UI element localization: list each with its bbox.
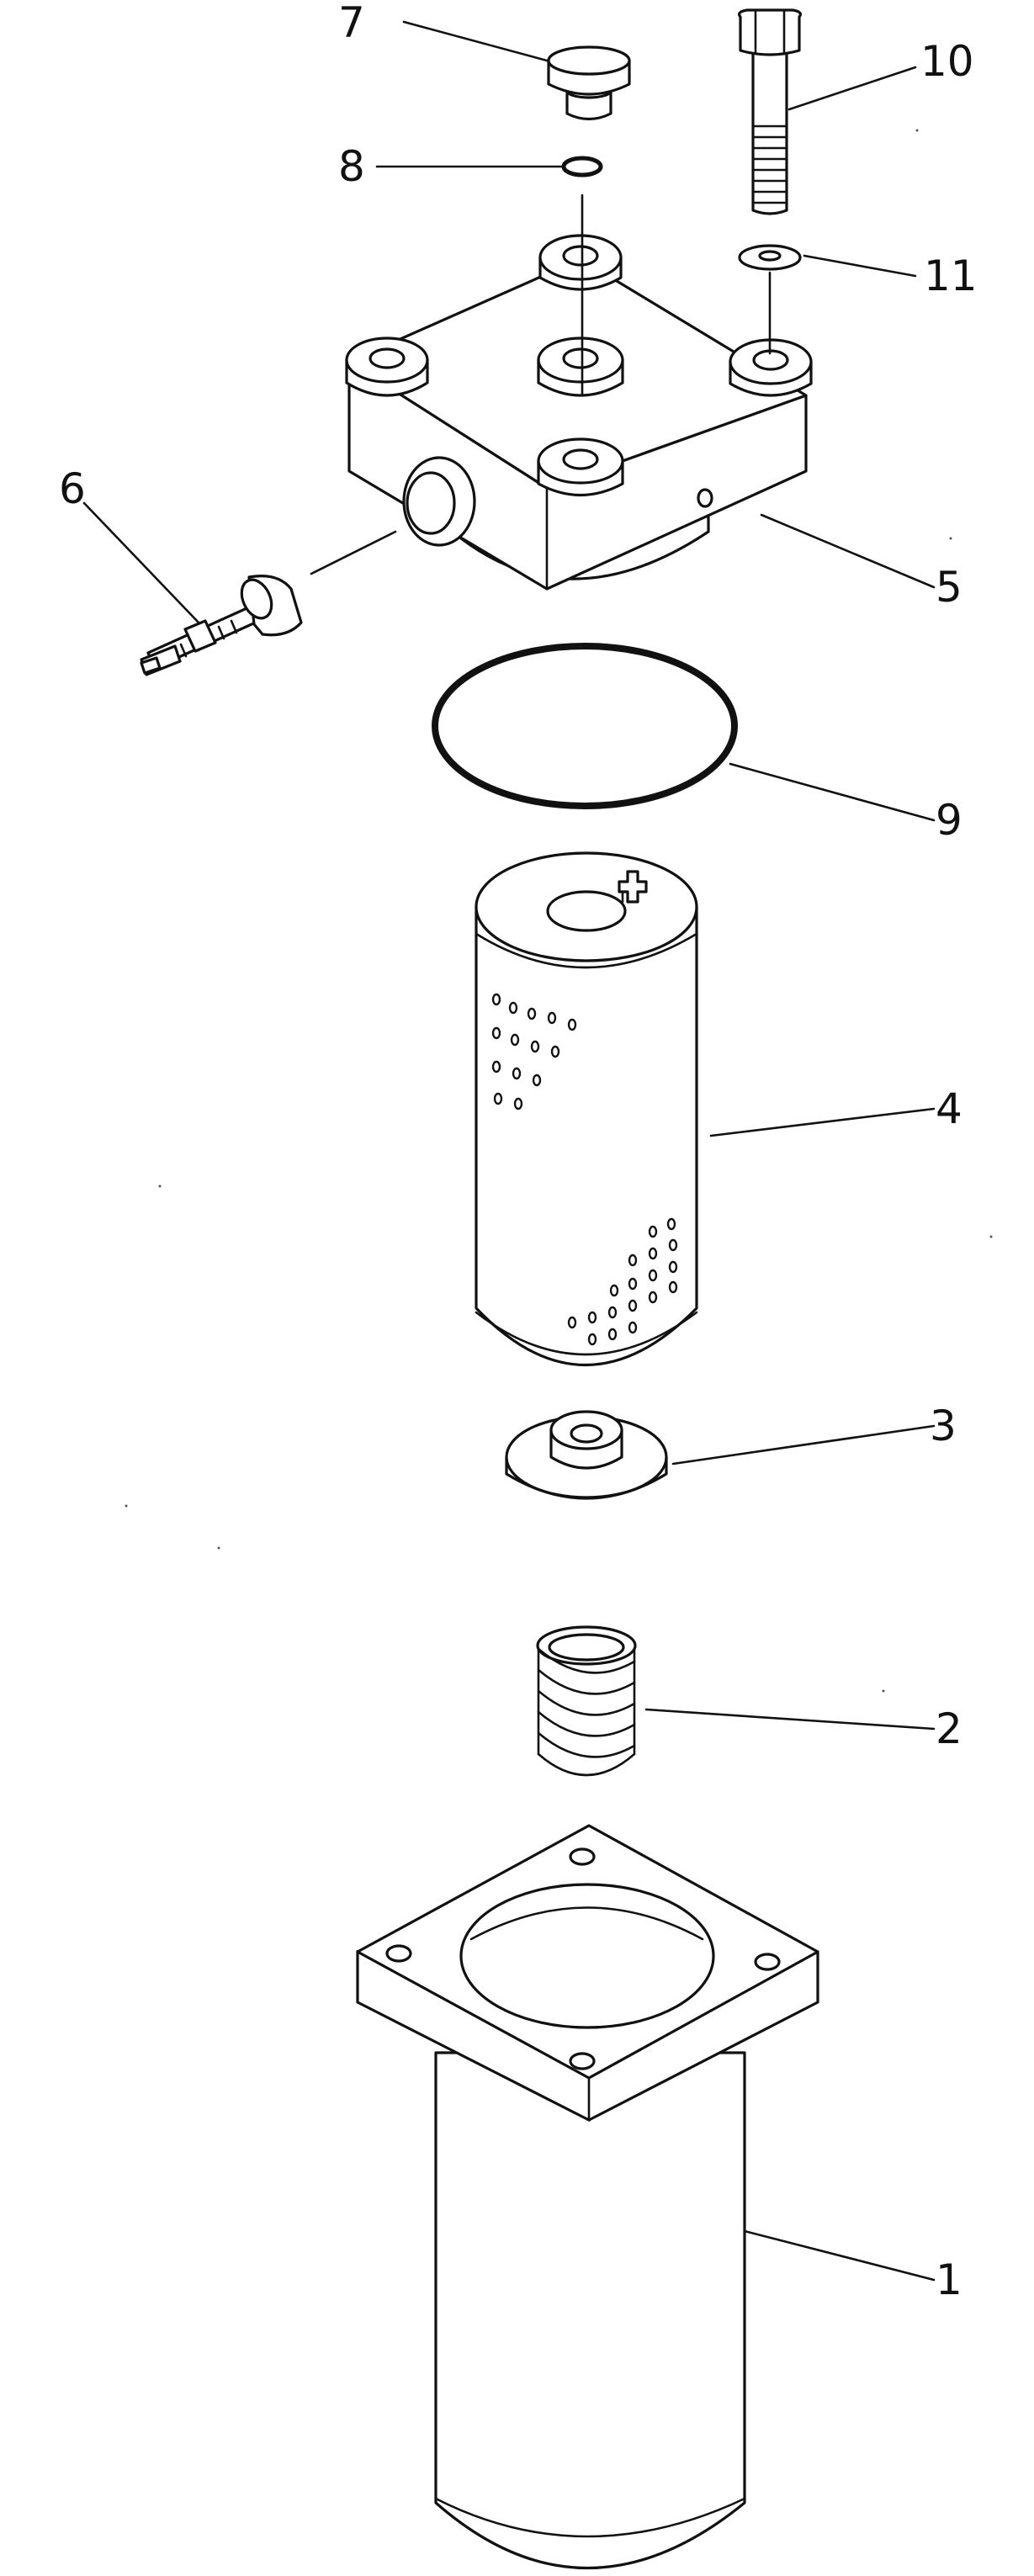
part-2-spring xyxy=(536,1625,637,1777)
part-10-bolt xyxy=(738,8,802,215)
part-8-o-ring xyxy=(561,156,603,178)
callout-6: 6 xyxy=(59,464,86,513)
part-3-spring-seat xyxy=(505,1410,668,1500)
callout-3: 3 xyxy=(930,1402,957,1450)
callout-7: 7 xyxy=(338,0,365,47)
callout-9: 9 xyxy=(936,796,962,845)
callout-10: 10 xyxy=(920,37,974,86)
part-6-sensor xyxy=(140,575,303,676)
part-5-filter-head xyxy=(345,234,813,591)
callout-8: 8 xyxy=(338,142,365,191)
part-1-filter-case xyxy=(356,1824,819,2570)
callout-11: 11 xyxy=(924,252,978,300)
callout-5: 5 xyxy=(936,563,962,612)
part-11-washer xyxy=(738,244,802,271)
leader-lines xyxy=(82,20,936,2282)
part-9-o-ring xyxy=(432,643,738,809)
callout-4: 4 xyxy=(936,1084,962,1133)
part-4-filter-element xyxy=(475,851,698,1366)
callout-2: 2 xyxy=(936,1704,962,1753)
scan-specks xyxy=(125,129,993,1693)
callout-1: 1 xyxy=(936,2255,962,2304)
part-7-plug xyxy=(547,45,631,121)
